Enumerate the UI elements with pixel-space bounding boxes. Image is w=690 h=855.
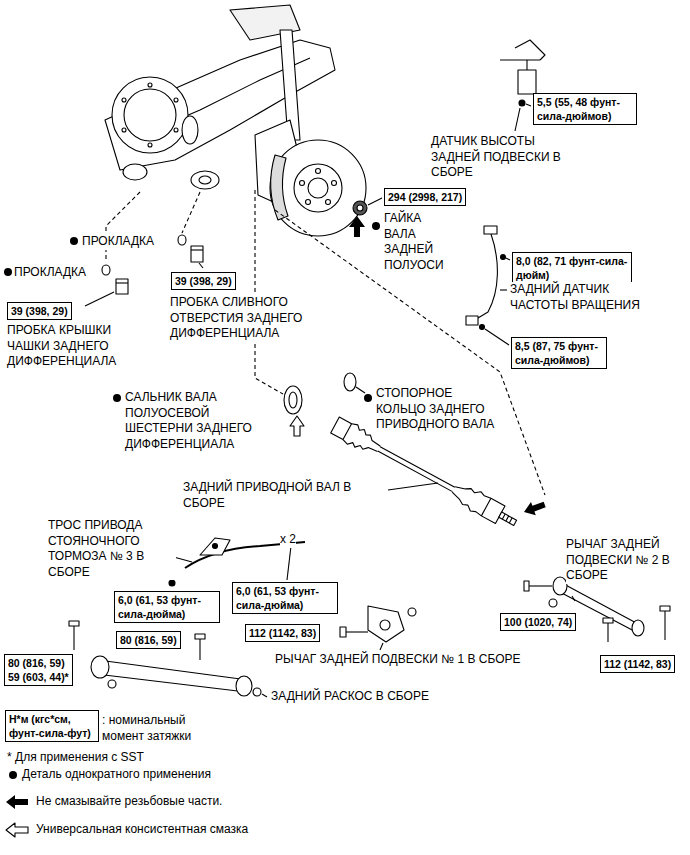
legend-text: Деталь однократного применения — [22, 767, 211, 783]
part-name: ПРОКЛАДКА — [82, 234, 154, 250]
torque-box: 112 (1142, 83) — [600, 655, 675, 673]
torque-box: 80 (816, 59)59 (603, 44)* — [4, 654, 73, 686]
part-name: РЫЧАГ ЗАДНЕЙ ПОДВЕСКИ № 2 В СБОРЕ — [566, 537, 684, 584]
torque-box: 39 (398, 29) — [7, 302, 72, 320]
part-name: ЗАДНИЙ ДАТЧИК ЧАСТОТЫ ВРАЩЕНИЯ — [510, 282, 660, 313]
torque-box: 6,0 (61, 53 фунт-сила-дюйма) — [232, 582, 338, 614]
torque-value: 112 (1142, 83) — [604, 657, 671, 671]
torque-value: 39 (398, 29) — [175, 274, 232, 288]
torque-value: 8,5 (87, 75 фунт-сила-дюймов) — [515, 339, 603, 367]
part-name: ДАТЧИК ВЫСОТЫ ЗАДНЕЙ ПОДВЕСКИ В СБОРЕ — [431, 134, 576, 181]
part-name: ЗАДНИЙ РАСКОС В СБОРЕ — [271, 689, 429, 705]
quantity-note: x 2 — [280, 532, 296, 548]
torque-value: 5,5 (55, 48 фунт-сила-дюймов) — [537, 95, 633, 123]
unit-legend-text: Н*м (кгс*см, фунт-сила-фут) — [9, 712, 95, 740]
torque-box: 112 (1142, 83) — [245, 624, 320, 642]
torque-value: 39 (398, 29) — [11, 304, 68, 318]
part-name: ПРОБКА КРЫШКИ ЧАШКИ ЗАДНЕГО ДИФФЕРЕНЦИАЛ… — [7, 323, 157, 370]
torque-value: 100 (1020, 74) — [504, 615, 572, 629]
torque-value: 80 (816, 59) — [8, 656, 69, 670]
torque-box: 80 (816, 59) — [116, 631, 181, 649]
part-name: СТОПОРНОЕ КОЛЬЦО ЗАДНЕГО ПРИВОДНОГО ВАЛА — [376, 386, 498, 433]
part-name: ПРОКЛАДКА — [14, 265, 86, 281]
part-name: ГАЙКА ВАЛА ЗАДНЕЙ ПОЛУОСИ — [384, 211, 456, 273]
torque-value: 112 (1142, 83) — [249, 626, 316, 640]
legend-text: Универсальная консистентная смазка — [36, 822, 248, 838]
part-name: ПРОБКА СЛИВНОГО ОТВЕРСТИЯ ЗАДНЕГО ДИФФЕР… — [170, 295, 325, 342]
torque-value: 6,0 (61, 53 фунт-сила-дюйма) — [118, 593, 216, 621]
legend-text: Не смазывайте резьбовые части. — [36, 794, 222, 810]
torque-value: 80 (816, 59) — [120, 633, 177, 647]
part-name: САЛЬНИК ВАЛА ПОЛУОСЕВОЙ ШЕСТЕРНИ ЗАДНЕГО… — [125, 390, 275, 452]
torque-box: 294 (2998, 217) — [384, 188, 466, 206]
torque-value: 8,0 (82, 71 фунт-сила-дюйм) — [516, 254, 628, 282]
part-name: РЫЧАГ ЗАДНЕЙ ПОДВЕСКИ № 1 В СБОРЕ — [275, 652, 521, 668]
torque-box: 39 (398, 29) — [171, 272, 236, 290]
legend-note: * Для применения с SST — [7, 750, 144, 766]
torque-value: 294 (2998, 217) — [388, 190, 462, 204]
torque-box: 6,0 (61, 53 фунт-сила-дюйма) — [114, 591, 220, 623]
torque-box: 100 (1020, 74) — [500, 613, 576, 631]
torque-value: 59 (603, 44)* — [8, 670, 69, 684]
torque-box: 8,5 (87, 75 фунт-сила-дюймов) — [511, 337, 607, 369]
part-name: ЗАДНИЙ ПРИВОДНОЙ ВАЛ В СБОРЕ — [183, 480, 383, 511]
torque-box: 5,5 (55, 48 фунт-сила-дюймов) — [533, 93, 637, 125]
legend-unit-box: Н*м (кгс*см, фунт-сила-фут) — [5, 710, 99, 742]
legend-note: : номинальный момент затяжки — [102, 713, 202, 744]
part-name: ТРОС ПРИВОДА СТОЯНОЧНОГО ТОРМОЗА № 3 В С… — [48, 518, 176, 580]
torque-box: 8,0 (82, 71 фунт-сила-дюйм) — [512, 252, 632, 284]
torque-value: 6,0 (61, 53 фунт-сила-дюйма) — [236, 584, 334, 612]
